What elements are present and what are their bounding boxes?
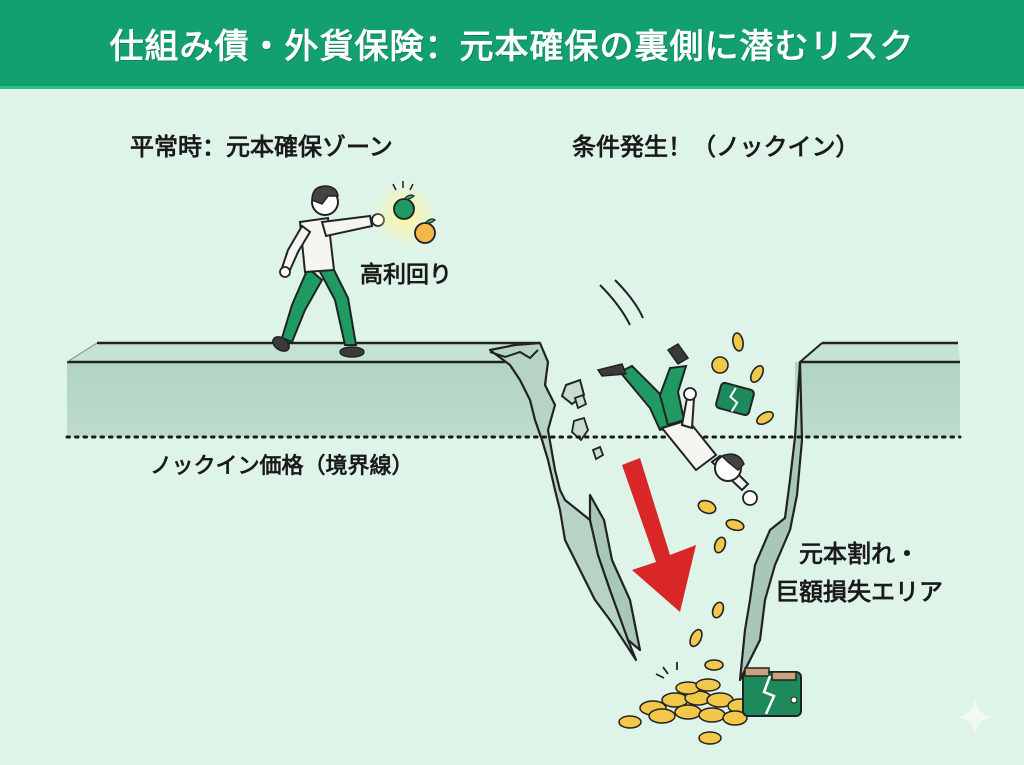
left-chasm-wall bbox=[488, 341, 642, 662]
high-yield-label: 高利回り bbox=[360, 262, 452, 288]
impact-lines bbox=[655, 662, 678, 679]
loss-area-label: 元本割れ・ 巨額損失エリア bbox=[775, 535, 943, 611]
broken-wallet-icon bbox=[742, 667, 802, 717]
loss-area-line2: 巨額損失エリア bbox=[775, 578, 943, 606]
normal-zone-label: 平常時：元本確保ゾーン bbox=[130, 133, 393, 161]
broken-wallet-icon bbox=[715, 381, 755, 417]
coin-icon bbox=[689, 332, 774, 671]
coin-pile bbox=[618, 678, 753, 745]
falling-person bbox=[596, 343, 758, 506]
left-plateau bbox=[66, 341, 548, 437]
title-banner: 仕組み債・外貨保険：元本確保の裏側に潜むリスク bbox=[0, 0, 1024, 89]
loss-area-line1: 元本割れ・ bbox=[799, 540, 919, 568]
sparkle-icon bbox=[957, 699, 993, 735]
apple-icon bbox=[373, 181, 437, 247]
knock-in-event-label: 条件発生！（ノックイン） bbox=[572, 133, 860, 161]
right-plateau bbox=[795, 341, 960, 437]
page-title: 仕組み債・外貨保険：元本確保の裏側に潜むリスク bbox=[109, 26, 915, 67]
right-chasm-wall bbox=[738, 360, 804, 682]
motion-lines bbox=[599, 279, 644, 326]
down-arrow-icon bbox=[622, 458, 696, 612]
knock-in-boundary-label: ノックイン価格（境界線） bbox=[150, 454, 414, 479]
